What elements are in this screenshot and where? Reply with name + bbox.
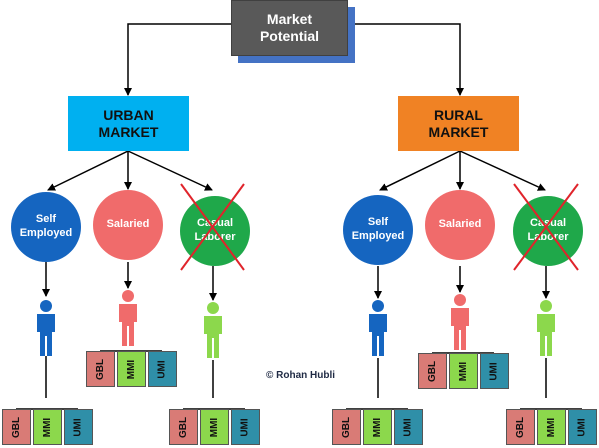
- rural-self-employed-node: Self Employed: [343, 195, 413, 265]
- instrument-gbl: GBL: [418, 353, 447, 389]
- instrument-mmi: MMI: [117, 351, 146, 387]
- instrument-mmi: MMI: [449, 353, 478, 389]
- segment-label: Self Employed: [351, 216, 405, 242]
- instrument-gbl: GBL: [332, 409, 361, 445]
- rural-market-node: RURAL MARKET: [398, 96, 519, 151]
- root-node-market-potential: Market Potential: [231, 0, 348, 56]
- instrument-mmi: MMI: [537, 409, 566, 445]
- urban-casual-laborer-node: Casual Laborer: [180, 196, 250, 266]
- rural-market-label: RURAL MARKET: [428, 106, 489, 140]
- credit-text: © Rohan Hubli: [266, 370, 336, 381]
- urban-self-employed-node: Self Employed: [11, 192, 81, 262]
- rural-salaried-node: Salaried: [425, 190, 495, 260]
- urban-market-node: URBAN MARKET: [68, 96, 189, 151]
- instrument-gbl: GBL: [2, 409, 31, 445]
- segment-label: Casual Laborer: [194, 217, 236, 243]
- root-label: Market Potential: [259, 11, 320, 44]
- instrument-umi: UMI: [480, 353, 509, 389]
- urban-salaried-node: Salaried: [93, 190, 163, 260]
- instrument-gbl: GBL: [506, 409, 535, 445]
- rural-casual-laborer-node: Casual Laborer: [513, 196, 583, 266]
- segment-label: Casual Laborer: [527, 217, 569, 243]
- instrument-umi: UMI: [231, 409, 260, 445]
- person-icon: [369, 300, 387, 356]
- person-icon: [204, 302, 222, 358]
- instrument-mmi: MMI: [363, 409, 392, 445]
- person-icon: [451, 294, 469, 350]
- person-icon: [537, 300, 555, 356]
- segment-label: Self Employed: [19, 213, 73, 239]
- instrument-gbl: GBL: [169, 409, 198, 445]
- person-icon: [119, 290, 137, 346]
- instrument-umi: UMI: [64, 409, 93, 445]
- segment-label: Salaried: [438, 218, 482, 231]
- person-icon: [37, 300, 55, 356]
- instrument-mmi: MMI: [33, 409, 62, 445]
- instrument-umi: UMI: [568, 409, 597, 445]
- instrument-gbl: GBL: [86, 351, 115, 387]
- urban-market-label: URBAN MARKET: [98, 106, 159, 140]
- instrument-umi: UMI: [148, 351, 177, 387]
- instrument-mmi: MMI: [200, 409, 229, 445]
- segment-label: Salaried: [106, 218, 150, 231]
- instrument-umi: UMI: [394, 409, 423, 445]
